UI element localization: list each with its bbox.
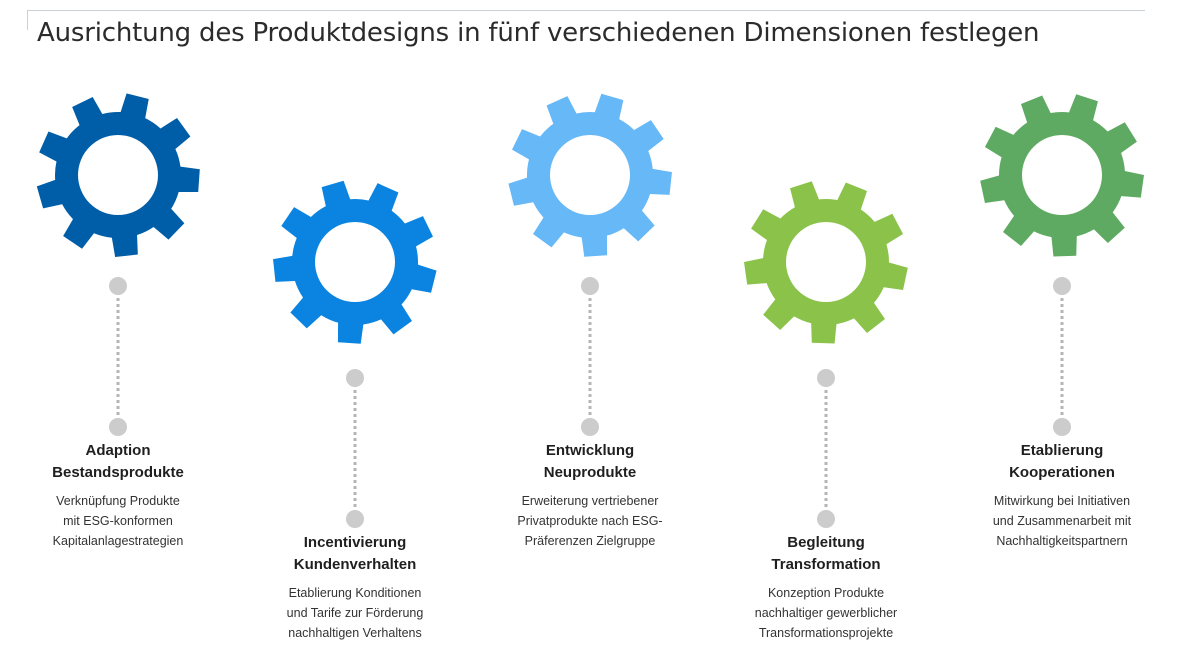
dimension-title-line: Etablierung <box>1020 442 1104 459</box>
dimension-description-line: Konzeption Produkte <box>767 586 885 600</box>
dimension-description-line: nachhaltiger gewerblicher <box>754 606 898 620</box>
connector-dot-top <box>1053 277 1071 295</box>
dimension-description-line: mit ESG-konformen <box>63 514 173 528</box>
page-title: Ausrichtung des Produktdesigns in fünf v… <box>37 18 1040 48</box>
dimension-description-line: und Zusammenarbeit mit <box>992 514 1132 528</box>
dimension-title-line: Adaption <box>85 442 151 459</box>
dimension-description-line: nachhaltigen Verhaltens <box>288 626 422 640</box>
dimension-title-line: Bestandsprodukte <box>52 464 184 481</box>
dimension-description-line: Transformationsprojekte <box>758 626 894 640</box>
gear-icon <box>980 94 1144 257</box>
gear-icon <box>36 93 200 257</box>
dimension-title-line: Kundenverhalten <box>293 556 417 573</box>
dimension-title-line: Neuprodukte <box>543 464 637 481</box>
gear-icon <box>744 181 908 344</box>
dimension-description-line: und Tarife zur Förderung <box>286 606 424 620</box>
dimension-description: Mitwirkung bei Initiativen und Zusammenar… <box>957 491 1167 551</box>
dimension-description: Konzeption Produkte nachhaltiger gewerbli… <box>721 583 931 643</box>
dimension-description-line: Nachhaltigkeitspartnern <box>996 534 1128 548</box>
gear-icon <box>273 180 437 344</box>
connector-dot-bottom <box>817 510 835 528</box>
dimension-description-line: Erweiterung vertriebener <box>521 494 659 508</box>
dimension-description-line: Etablierung Konditionen <box>288 586 422 600</box>
dimension-title-line: Incentivierung <box>303 534 407 551</box>
dimension-description-line: Verknüpfung Produkte <box>56 494 180 508</box>
connector-dot-bottom <box>109 418 127 436</box>
dimension-description-line: Privatprodukte nach ESG- <box>517 514 663 528</box>
dimension-title-line: Begleitung <box>787 534 865 551</box>
dimension-title-line: Transformation <box>771 556 881 573</box>
dimension-description-line: Mitwirkung bei Initiativen <box>993 494 1131 508</box>
connector-dot-bottom <box>1053 418 1071 436</box>
dimension-title-line: Entwicklung <box>545 442 635 459</box>
connector-dot-top <box>581 277 599 295</box>
connector-dot-bottom <box>581 418 599 436</box>
frame-left-tick <box>27 10 28 30</box>
connector-dot-top <box>346 369 364 387</box>
dimension-title-line: Kooperationen <box>1009 464 1115 481</box>
dimension-description-line: Kapitalanlagestrategien <box>52 534 184 548</box>
frame-top-line <box>27 10 1145 11</box>
gear-icon <box>508 93 672 257</box>
dimension-description: Etablierung Konditionen und Tarife zur Fö… <box>250 583 460 643</box>
dimension-description-line: Präferenzen Zielgruppe <box>524 534 656 548</box>
connector-dot-top <box>817 369 835 387</box>
connector-dot-bottom <box>346 510 364 528</box>
connector-dot-top <box>109 277 127 295</box>
